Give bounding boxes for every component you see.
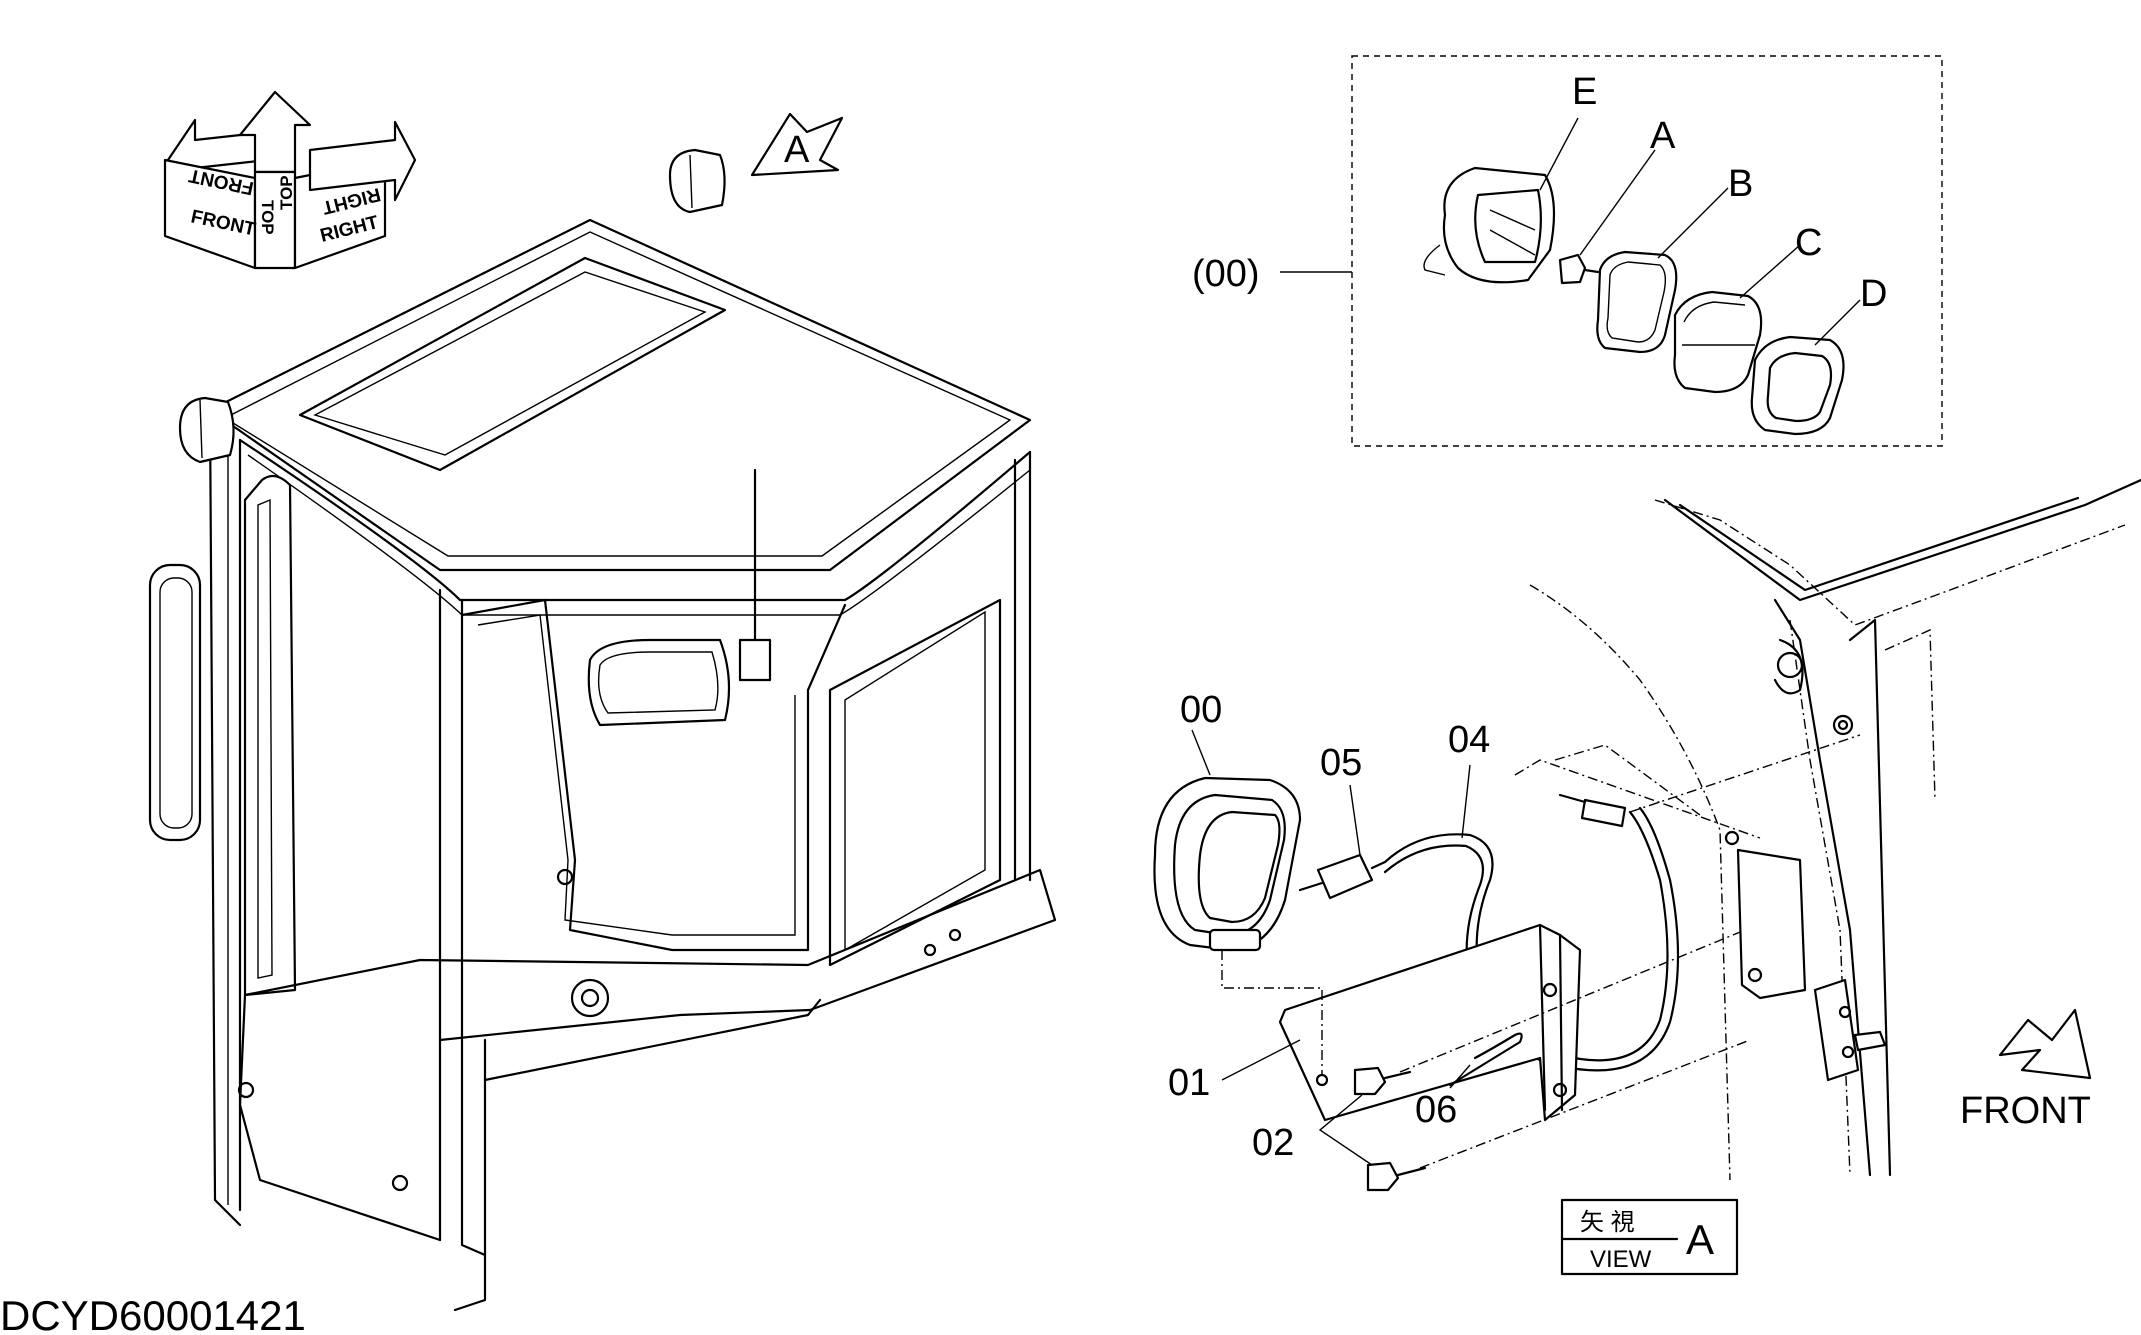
view-box-letter: A — [1686, 1216, 1714, 1263]
component-c-label: C — [1795, 222, 1822, 264]
component-a-label: A — [1650, 115, 1676, 157]
view-a-box: 矢 視 VIEW A — [1560, 1198, 1739, 1276]
door-latch — [1813, 978, 1887, 1082]
component-e-label: E — [1572, 71, 1597, 113]
connector-05 — [1298, 853, 1387, 900]
front-direction-label: FRONT — [1960, 1090, 2091, 1132]
view-a-marker: A — [750, 112, 844, 177]
bolt-02-lower — [1366, 1161, 1427, 1192]
view-marker-letter: A — [784, 129, 810, 171]
lamp-00 — [1153, 776, 1302, 952]
part-01-label: 01 — [1168, 1062, 1210, 1104]
part-04-label: 04 — [1448, 719, 1490, 761]
part-00-label: 00 — [1180, 689, 1222, 731]
connector-far — [1558, 793, 1627, 828]
part-06-label: 06 — [1415, 1089, 1457, 1131]
bulb-a — [1558, 253, 1600, 285]
view-box-view: VIEW — [1590, 1246, 1652, 1273]
lamp-housing-e — [1423, 166, 1556, 284]
bezel-d — [1750, 335, 1845, 436]
component-d-label: D — [1860, 273, 1887, 315]
compass-top-mirror: TOP — [277, 175, 296, 210]
part-02-label: 02 — [1252, 1122, 1294, 1164]
compass-top-label: TOP — [258, 200, 277, 235]
work-lamp-assembly: 00 05 04 01 — [1153, 689, 1861, 1192]
cab-section-right — [1514, 478, 2141, 1181]
gasket-b — [1596, 250, 1678, 354]
lens-c — [1673, 290, 1763, 394]
front-direction-arrow: FRONT — [1960, 1008, 2092, 1132]
component-b-label: B — [1728, 163, 1753, 205]
drawing-id: DCYD60001421 — [0, 1292, 306, 1335]
detail-assembly-ref: (00) — [1192, 253, 1260, 295]
bolt-02-upper — [1353, 1066, 1412, 1096]
detail-box: (00) E A B — [1192, 55, 1943, 447]
orientation-compass: FRONT FRONT TOP TOP RIGHT RIGHT — [163, 90, 417, 270]
view-box-kanji: 矢 視 — [1580, 1209, 1635, 1236]
cab-illustration — [148, 148, 1057, 1312]
part-05-label: 05 — [1320, 742, 1362, 784]
